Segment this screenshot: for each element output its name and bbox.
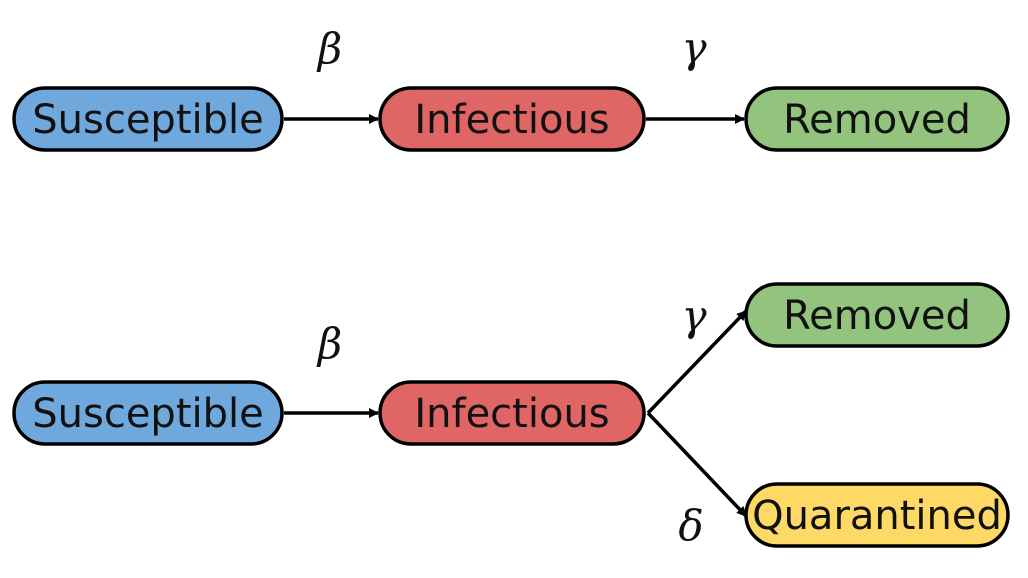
siqr-node-infectious-box bbox=[378, 380, 646, 446]
sir-rate-removal-label: γ bbox=[681, 23, 707, 72]
siqr-rate-removal-label: γ bbox=[681, 291, 707, 340]
sir-node-susceptible: Susceptible bbox=[12, 86, 284, 152]
sir-node-infectious-label: Infectious bbox=[414, 97, 609, 143]
siqr-rate-quarantine-label: δ bbox=[678, 501, 703, 550]
siqr-edge-infectious-quarantined bbox=[646, 411, 748, 518]
siqr-rate-infection-label: β bbox=[316, 319, 342, 368]
siqr-node-removed: Removed bbox=[744, 282, 1010, 348]
siqr-node-susceptible: Susceptible bbox=[12, 380, 284, 446]
sir-rate-infection-label: β bbox=[316, 24, 342, 73]
siqr-node-infectious-label: Infectious bbox=[414, 391, 609, 437]
sir-node-removed-box bbox=[744, 86, 1010, 152]
siqr-node-quarantined-label: Quarantined bbox=[752, 493, 1002, 539]
siqr-node-susceptible-label: Susceptible bbox=[32, 391, 263, 437]
sir-node-removed: Removed bbox=[744, 86, 1010, 152]
siqr-node-removed-label: Removed bbox=[783, 293, 971, 339]
siqr-edge-infectious-removed bbox=[646, 309, 748, 415]
siqr-node-infectious: Infectious bbox=[378, 380, 646, 446]
sir-model: Susceptible Infectious Removed β γ bbox=[12, 23, 1010, 152]
siqr-node-quarantined: Quarantined bbox=[744, 482, 1010, 548]
siqr-node-susceptible-box bbox=[12, 380, 284, 446]
sir-node-susceptible-label: Susceptible bbox=[32, 97, 263, 143]
sir-node-removed-label: Removed bbox=[783, 97, 971, 143]
sir-node-infectious: Infectious bbox=[378, 86, 646, 152]
sir-node-susceptible-box bbox=[12, 86, 284, 152]
siqr-model: Susceptible Infectious Removed Quarantin… bbox=[12, 282, 1010, 550]
sir-node-infectious-box bbox=[378, 86, 646, 152]
